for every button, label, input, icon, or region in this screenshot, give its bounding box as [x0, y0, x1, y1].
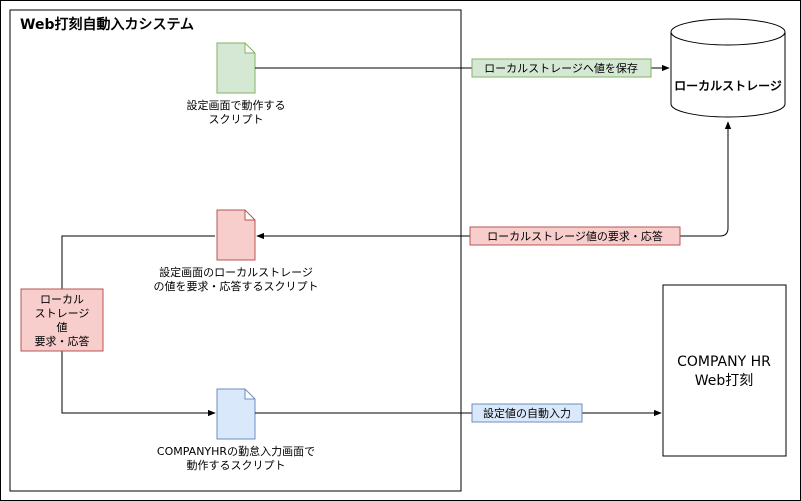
side-label-line2: ストレージ	[35, 307, 90, 320]
storage-script-caption-1: 設定画面のローカルストレージ	[159, 265, 313, 279]
request-edge	[256, 121, 732, 240]
save-label-box	[471, 58, 652, 78]
system-title: Web打刻自動入カシステム	[20, 16, 194, 33]
settings-script-document-icon	[216, 42, 256, 94]
input-label-box	[471, 403, 583, 423]
request-label-box	[469, 226, 681, 246]
input-label: 設定値の自動入力	[483, 406, 571, 420]
side-label-line1: ローカル	[40, 293, 84, 306]
companyhr-script-caption-2: 動作するスクリプト	[187, 458, 286, 472]
side-label-box	[20, 288, 104, 352]
side-label-line4: 要求・応答	[35, 334, 90, 348]
storage-script-caption-2: の値を要求・応答するスクリプト	[154, 279, 319, 293]
storage-script-document-icon	[216, 209, 256, 261]
side-label-line3: 値	[57, 321, 68, 334]
local-storage-cylinder	[670, 18, 786, 118]
save-label: ローカルストレージへ値を保存	[484, 61, 638, 75]
company-hr-line2: Web打刻	[695, 372, 754, 389]
company-hr-box	[662, 284, 787, 457]
local-storage-label: ローカルストレージ	[674, 79, 782, 93]
settings-script-caption-1: 設定画面で動作する	[187, 98, 286, 112]
companyhr-script-caption-1: COMPANYHRの勤怠入力画面で	[157, 444, 315, 458]
request-label: ローカルストレージ値の要求・応答	[487, 229, 663, 243]
companyhr-script-document-icon	[216, 388, 256, 440]
company-hr-line1: COMPANY HR	[677, 354, 771, 370]
settings-script-caption-2: スクリプト	[209, 113, 264, 126]
